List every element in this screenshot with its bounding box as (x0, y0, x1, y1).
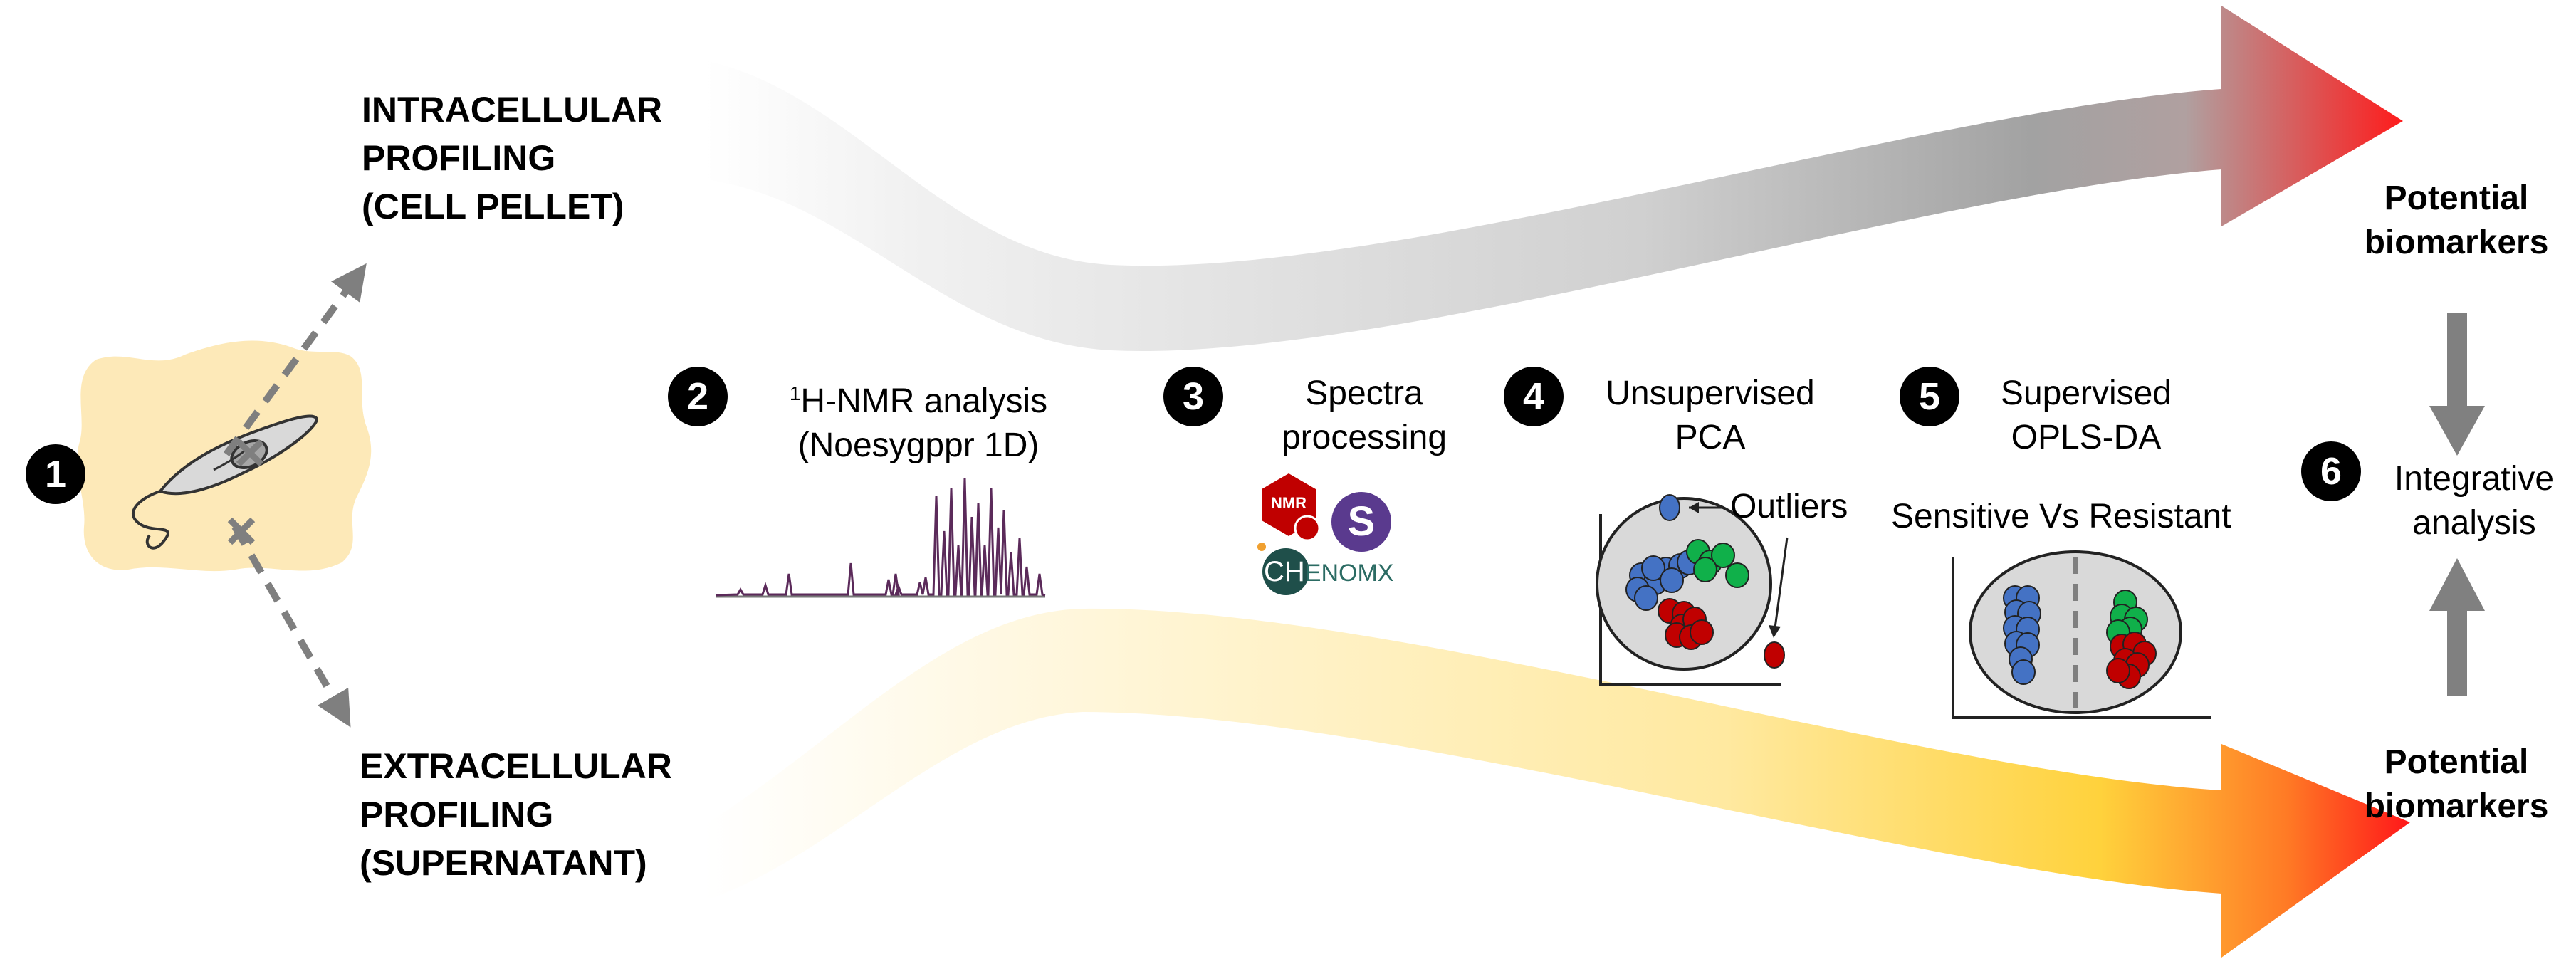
nmr-logo-icon (1262, 473, 1321, 542)
extracellular-label: EXTRACELLULAR PROFILING (SUPERNATANT) (360, 746, 672, 883)
gray-down-arrow (2429, 313, 2485, 456)
step-6-title: Integrative analysis (2394, 460, 2555, 542)
scatter-point (2011, 659, 2036, 685)
step-1-badge: 1 (26, 444, 85, 504)
cell-icon (77, 340, 372, 572)
potential-biomarkers-bottom: Potential biomarkers (2364, 743, 2549, 825)
potential-biomarkers-top: Potential biomarkers (2364, 179, 2549, 261)
step-6-badge: 6 (2301, 441, 2361, 501)
extracellular-flow-arrow (705, 608, 2410, 958)
scatter-point (1764, 641, 1785, 669)
step-2-badge: 2 (668, 367, 728, 426)
scatter-point (1711, 543, 1735, 568)
dashed-arrow-down (231, 525, 351, 728)
step-2-title: 1H-NMR analysis (Noesygppr 1D) (789, 382, 1048, 464)
step-3-badge: 3 (1163, 367, 1223, 426)
intracellular-flow-arrow (705, 6, 2403, 351)
scatter-point (1693, 557, 1717, 582)
cross-mark-bottom (227, 517, 256, 545)
step-4-title: Unsupervised PCA (1606, 374, 1815, 456)
outliers-annotation: Outliers (1730, 488, 1848, 525)
scatter-point (1725, 562, 1749, 588)
scatter-point (1641, 555, 1665, 581)
step-5-badge: 5 (1900, 367, 1959, 426)
gray-up-arrow (2429, 558, 2485, 696)
step-5-title: Supervised OPLS-DA (2000, 374, 2172, 456)
intracellular-label: INTRACELLULAR PROFILING (CELL PELLET) (362, 90, 663, 226)
scatter-point (1659, 494, 1680, 521)
sensitive-vs-resistant-label: Sensitive Vs Resistant (1891, 498, 2231, 535)
s-logo-text: S (1347, 498, 1376, 545)
scatter-point (2106, 658, 2130, 683)
chenomx-logo-icon (1257, 543, 1309, 595)
nmr-logo-text: NMR (1270, 494, 1307, 512)
scatter-point (1634, 585, 1658, 611)
s-logo-icon (1331, 492, 1391, 552)
scatter-point (1660, 567, 1684, 593)
scatter-point (1690, 619, 1714, 645)
pca-plot-icon (1596, 494, 1789, 686)
nmr-spectrum-icon (715, 477, 1046, 598)
cross-mark-top (236, 439, 264, 467)
dashed-arrow-up (223, 263, 367, 456)
step-4-badge: 4 (1504, 367, 1564, 426)
oplsda-plot-icon (1952, 550, 2211, 719)
step-3-title: Spectra processing (1281, 374, 1447, 456)
chenomx-logo-text: CHENOMX (1264, 556, 1394, 587)
